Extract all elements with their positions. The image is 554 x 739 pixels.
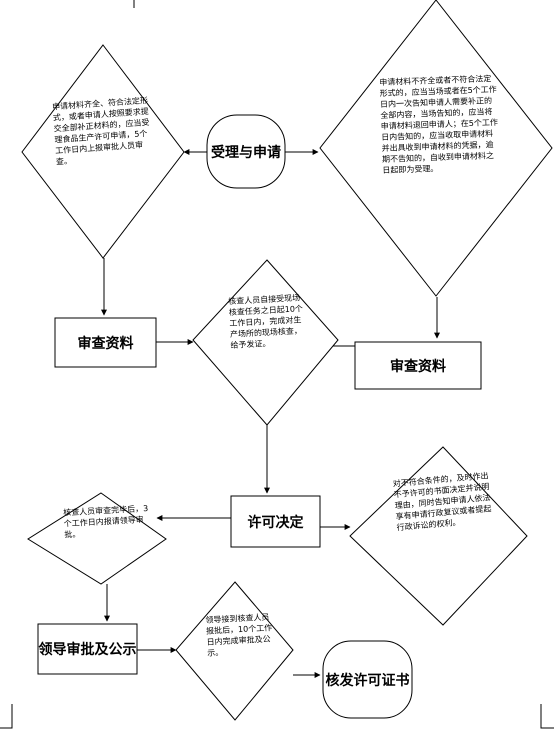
review-right-label: 审查资料 xyxy=(390,358,446,375)
leader-label: 领导审批及公示 xyxy=(38,642,137,658)
issue-label: 核发许可证书 xyxy=(325,672,410,689)
right-top-condition-diamond xyxy=(319,0,553,297)
start-terminal xyxy=(206,114,286,189)
review-right-box xyxy=(354,341,482,390)
review-left-box xyxy=(54,317,157,368)
right-top-note: 申请材料不齐全或者不符合法定形式的，应当当场或者在5个工作日内一次告知申请人需要… xyxy=(379,74,499,176)
left-mid-note: 核查人员审查完毕后，3个工作日内报请领导审批。 xyxy=(62,503,149,540)
decision-label: 许可决定 xyxy=(247,514,304,531)
left-top-condition-diamond xyxy=(21,44,185,259)
bottom-note: 领导接到核查人员报批后，10个工作日内完成审批及公示。 xyxy=(205,612,273,658)
left-mid-condition-diamond xyxy=(27,492,167,585)
review-left-label: 审查资料 xyxy=(77,335,134,352)
center-note: 核查人员自接受现场核查任务之日起10个工作日内，完成对生产场所的现场核查，给予发… xyxy=(228,293,304,351)
leader-box xyxy=(37,623,138,675)
page-corner-marks xyxy=(0,704,554,729)
bottom-condition-diamond xyxy=(175,581,294,721)
left-top-note: 申请材料齐全、符合法定形式，或者申请人按照要求提交全部补正材料的，应当受理食品生… xyxy=(51,95,150,167)
right-mid-condition-diamond xyxy=(349,446,528,626)
decision-box xyxy=(230,495,321,548)
start-label: 受理与申请 xyxy=(211,144,281,161)
connectors xyxy=(101,149,440,678)
center-check-diamond xyxy=(192,259,339,426)
right-mid-note: 对不符合条件的，及时作出不予许可的书面决定并说明理由，同时告知申请人依法享有申请… xyxy=(392,471,492,533)
issue-terminal xyxy=(322,640,413,719)
